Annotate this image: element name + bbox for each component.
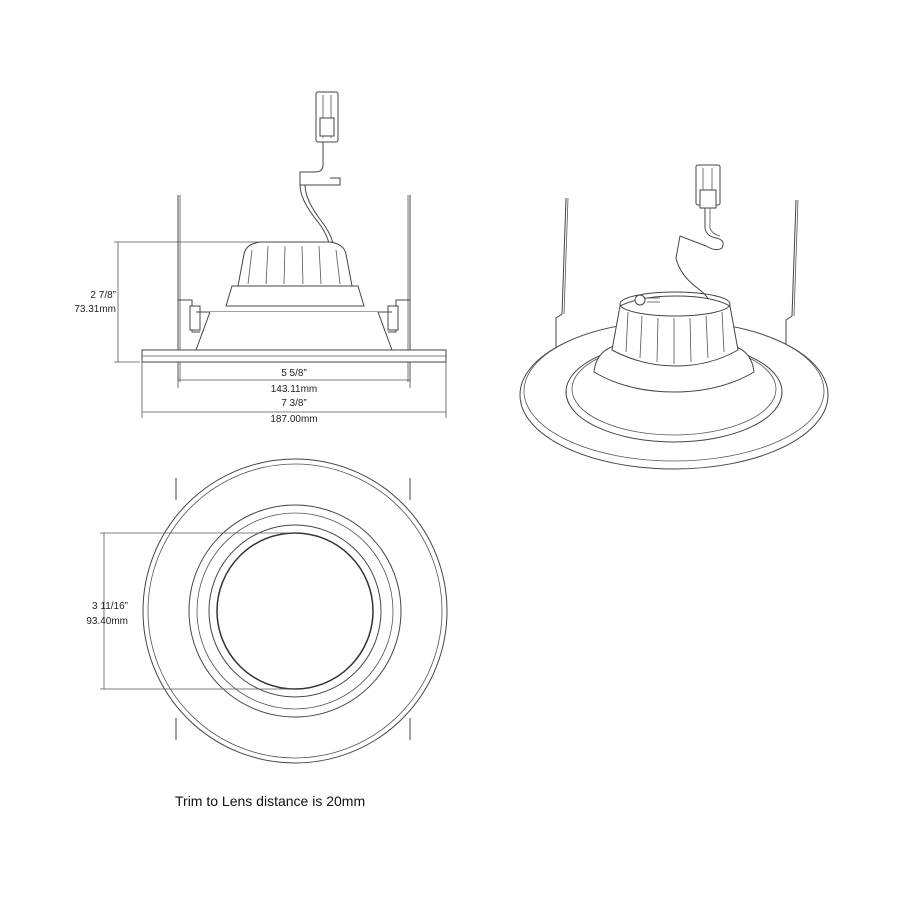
heat-sink — [237, 241, 353, 287]
height-dimension: 2 7/8” 73.31mm — [74, 241, 260, 363]
trim-to-lens-note: Trim to Lens distance is 20mm — [175, 793, 365, 809]
wire — [299, 142, 341, 186]
aperture-metric-label: 93.40mm — [86, 616, 128, 627]
trim-outer-ring — [142, 458, 448, 764]
height-imperial-label: 2 7/8” — [90, 290, 116, 301]
aperture-imperial-label: 3 11/16” — [92, 601, 128, 612]
trim-dimension: 7 3/8” 187.00mm — [141, 362, 447, 425]
logo-badge — [634, 294, 646, 306]
trim-metric-label: 187.00mm — [270, 414, 317, 425]
height-metric-label: 73.31mm — [74, 304, 116, 315]
trim-imperial-label: 7 3/8” — [281, 398, 307, 409]
trim-inner-ring — [188, 504, 402, 718]
perspective-view — [519, 164, 829, 470]
cutout-imperial-label: 5 5/8” — [281, 368, 307, 379]
heat-sink-3d — [611, 295, 739, 367]
front-view: 3 11/16” 93.40mm — [86, 458, 448, 764]
aperture-dimension: 3 11/16” 93.40mm — [86, 532, 295, 690]
cutout-metric-label: 143.11mm — [271, 384, 318, 395]
cutout-dimension: 5 5/8” 143.11mm — [177, 362, 411, 395]
side-view: 2 7/8” 73.31mm 5 5/8” 143.11mm 7 3/8” 18… — [74, 91, 447, 425]
